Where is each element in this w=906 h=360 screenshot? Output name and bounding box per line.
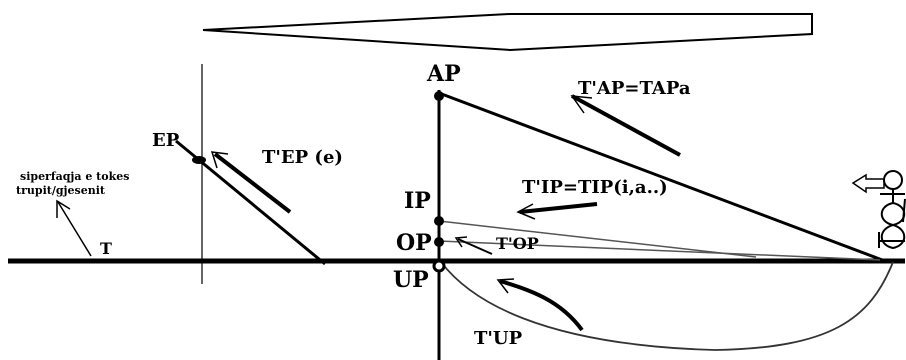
op-line [438,240,881,261]
ip-point [434,216,444,226]
ep-point [192,156,206,164]
t-op-arrow [454,236,493,255]
label-t-ep: T'EP (e) [262,147,343,168]
direction-arrow [202,13,813,52]
label-t-ap: T'AP=TAPa [578,78,691,99]
label-ap: AP [426,61,461,87]
t-ep-arrow [210,151,292,214]
ip-line [438,220,757,258]
label-surface-line1: siperfaqja e tokes [20,170,129,183]
label-ep: EP [152,130,180,151]
label-t-ip: T'IP=TIP(i,a..) [522,177,668,198]
ap-point [434,91,444,101]
observer-arrow [851,173,885,194]
t-up-arrow [496,278,584,332]
label-t-op: T'OP [496,234,539,253]
t-ap-arrow [570,94,681,157]
op-point [434,237,444,247]
up-point [432,259,446,273]
up-curve [440,261,894,351]
label-ip: IP [404,188,431,214]
label-surface-line2: trupit/gjesenit [16,184,106,197]
observer-figure [878,170,906,250]
ap-line [438,91,886,263]
label-t: T [100,239,112,258]
label-op: OP [396,230,432,256]
label-t-up: T'UP [474,328,523,349]
label-up: UP [393,267,429,293]
t-ip-arrow [516,202,598,220]
surface-arrow [56,199,92,257]
